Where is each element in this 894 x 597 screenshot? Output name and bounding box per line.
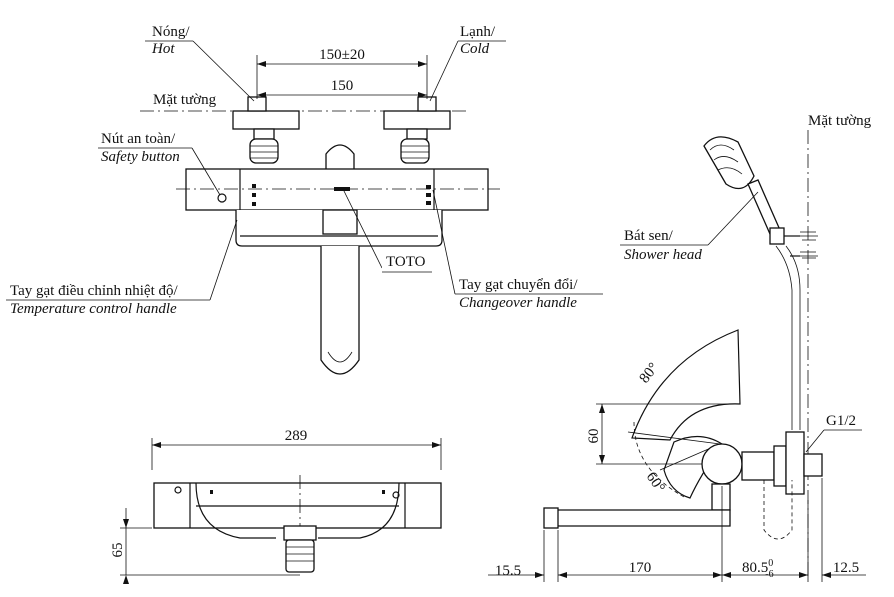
- cold-union-nut: [400, 138, 430, 164]
- dim-wall-to-body: 15.5: [495, 563, 521, 579]
- wall-flange-side: [785, 431, 805, 495]
- dim-spout-length: 170: [629, 560, 652, 576]
- cold-label-en: Cold: [460, 41, 490, 57]
- dim-handle-offset: 60: [586, 429, 602, 444]
- temp-label-vn: Tay gạt điều chỉnh nhiệt độ/: [10, 283, 178, 299]
- safety-label-en: Safety button: [101, 149, 180, 165]
- spout-front: [320, 246, 360, 375]
- temp-label-en: Temperature control handle: [10, 301, 177, 317]
- top-view: 289 65: [110, 428, 442, 584]
- spout-aerator: [543, 507, 559, 529]
- dim-wall-gap: 12.5: [833, 560, 859, 576]
- spout-neck-side: [711, 483, 731, 511]
- cold-inlet-pipe: [417, 96, 437, 112]
- shower-holder: [769, 227, 785, 245]
- brand-label: TOTO: [386, 254, 426, 270]
- shower-handle: [747, 179, 781, 235]
- wall-label-left: Mặt tường: [153, 92, 217, 108]
- hot-connector: [253, 128, 275, 140]
- hot-union-nut: [249, 138, 279, 164]
- thread-label: G1/2: [826, 413, 856, 429]
- change-label-en: Changeover handle: [459, 295, 577, 311]
- dim-body-depth: 80.5: [742, 560, 768, 576]
- dim-inlet-spacing-tol: 150±20: [319, 47, 365, 63]
- dim-body-depth-sub: -6: [765, 569, 773, 580]
- spout-top-mount: [283, 525, 317, 541]
- safety-label-vn: Nút an toàn/: [101, 131, 176, 147]
- wall-label-right: Mặt tường: [808, 113, 872, 129]
- spout-top: [285, 539, 315, 573]
- spout-side: [547, 509, 731, 527]
- shower-label-en: Shower head: [624, 247, 702, 263]
- dim-body-length: 289: [285, 428, 308, 444]
- diverter-knob: [325, 144, 355, 171]
- side-view: Mặt tường Bát sen/ Shower head 80° 60° 6…: [488, 113, 872, 582]
- hot-label-vn: Nóng/: [152, 24, 190, 40]
- dim-body-height: 65: [110, 543, 126, 558]
- wall-connector-side: [741, 451, 775, 481]
- change-label-vn: Tay gạt chuyển đổi/: [459, 277, 578, 293]
- hot-inlet-flange: [232, 110, 300, 130]
- handle-swing-upper: [631, 329, 741, 441]
- dim-body-depth-sup: 0: [768, 558, 773, 569]
- cold-label-vn: Lạnh/: [460, 24, 496, 40]
- inlet-thread-side: [803, 453, 823, 477]
- dim-inlet-spacing: 150: [331, 78, 354, 94]
- dim-handle-swing-top: 80°: [637, 360, 663, 386]
- front-view: Mặt tường: [6, 24, 603, 375]
- temp-handle-side: [663, 435, 723, 499]
- hot-label-en: Hot: [151, 41, 175, 57]
- safety-button: [217, 193, 227, 203]
- cold-connector: [406, 128, 428, 140]
- dim-body-depth-group: 80.50-6: [742, 558, 774, 580]
- brand-mark: [334, 187, 350, 191]
- spout-mount: [322, 209, 358, 235]
- mixer-body-side: [701, 443, 743, 485]
- shower-label-vn: Bát sen/: [624, 228, 674, 244]
- cold-inlet-flange: [383, 110, 451, 130]
- shower-head: [703, 136, 755, 190]
- dim-handle-swing-bottom: 60°: [643, 469, 668, 495]
- hot-inlet-pipe: [247, 96, 267, 112]
